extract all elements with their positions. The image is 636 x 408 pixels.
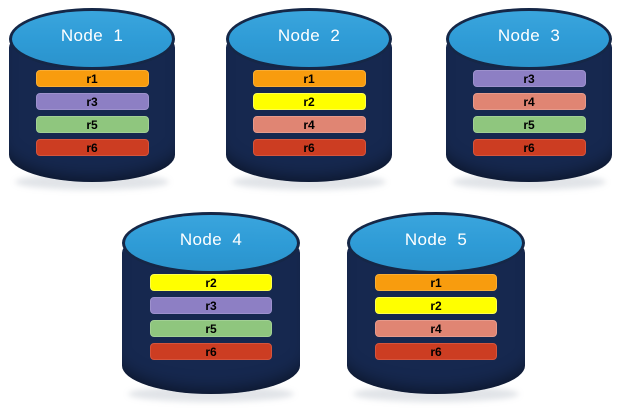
replica-bar[interactable]: r1 bbox=[375, 274, 497, 291]
replica-list: r1 r2 r4 r6 bbox=[347, 274, 525, 360]
node-cylinder-4[interactable]: Node 4 r2 r3 r5 r6 bbox=[122, 212, 300, 402]
replica-bar[interactable]: r5 bbox=[150, 320, 272, 337]
node-cylinder-5[interactable]: Node 5 r1 r2 r4 r6 bbox=[347, 212, 525, 402]
replica-bar[interactable]: r2 bbox=[150, 274, 272, 291]
replica-list: r3 r4 r5 r6 bbox=[446, 70, 612, 156]
cylinder-top-ellipse bbox=[449, 11, 609, 67]
replica-bar[interactable]: r5 bbox=[472, 116, 586, 133]
replica-bar[interactable]: r6 bbox=[150, 343, 272, 360]
replica-bar[interactable]: r1 bbox=[252, 70, 366, 87]
replica-bar[interactable]: r4 bbox=[472, 93, 586, 110]
cylinder-top-ellipse bbox=[12, 11, 172, 67]
replica-bar[interactable]: r6 bbox=[472, 139, 586, 156]
cylinder-top-ellipse bbox=[125, 215, 297, 271]
node-cylinder-1[interactable]: Node 1 r1 r3 r5 r6 bbox=[9, 8, 175, 190]
replica-bar[interactable]: r3 bbox=[472, 70, 586, 87]
cylinder-top-ellipse bbox=[229, 11, 389, 67]
cylinder-top-ellipse bbox=[350, 215, 522, 271]
replica-bar[interactable]: r4 bbox=[375, 320, 497, 337]
replica-bar[interactable]: r6 bbox=[35, 139, 149, 156]
replica-bar[interactable]: r2 bbox=[252, 93, 366, 110]
replica-bar[interactable]: r3 bbox=[150, 297, 272, 314]
replica-bar[interactable]: r3 bbox=[35, 93, 149, 110]
replica-list: r2 r3 r5 r6 bbox=[122, 274, 300, 360]
node-cylinder-3[interactable]: Node 3 r3 r4 r5 r6 bbox=[446, 8, 612, 190]
replica-bar[interactable]: r2 bbox=[375, 297, 497, 314]
replica-list: r1 r3 r5 r6 bbox=[9, 70, 175, 156]
node-cylinder-2[interactable]: Node 2 r1 r2 r4 r6 bbox=[226, 8, 392, 190]
replica-list: r1 r2 r4 r6 bbox=[226, 70, 392, 156]
replica-bar[interactable]: r6 bbox=[375, 343, 497, 360]
replica-bar[interactable]: r6 bbox=[252, 139, 366, 156]
replica-bar[interactable]: r1 bbox=[35, 70, 149, 87]
replica-bar[interactable]: r5 bbox=[35, 116, 149, 133]
replica-bar[interactable]: r4 bbox=[252, 116, 366, 133]
